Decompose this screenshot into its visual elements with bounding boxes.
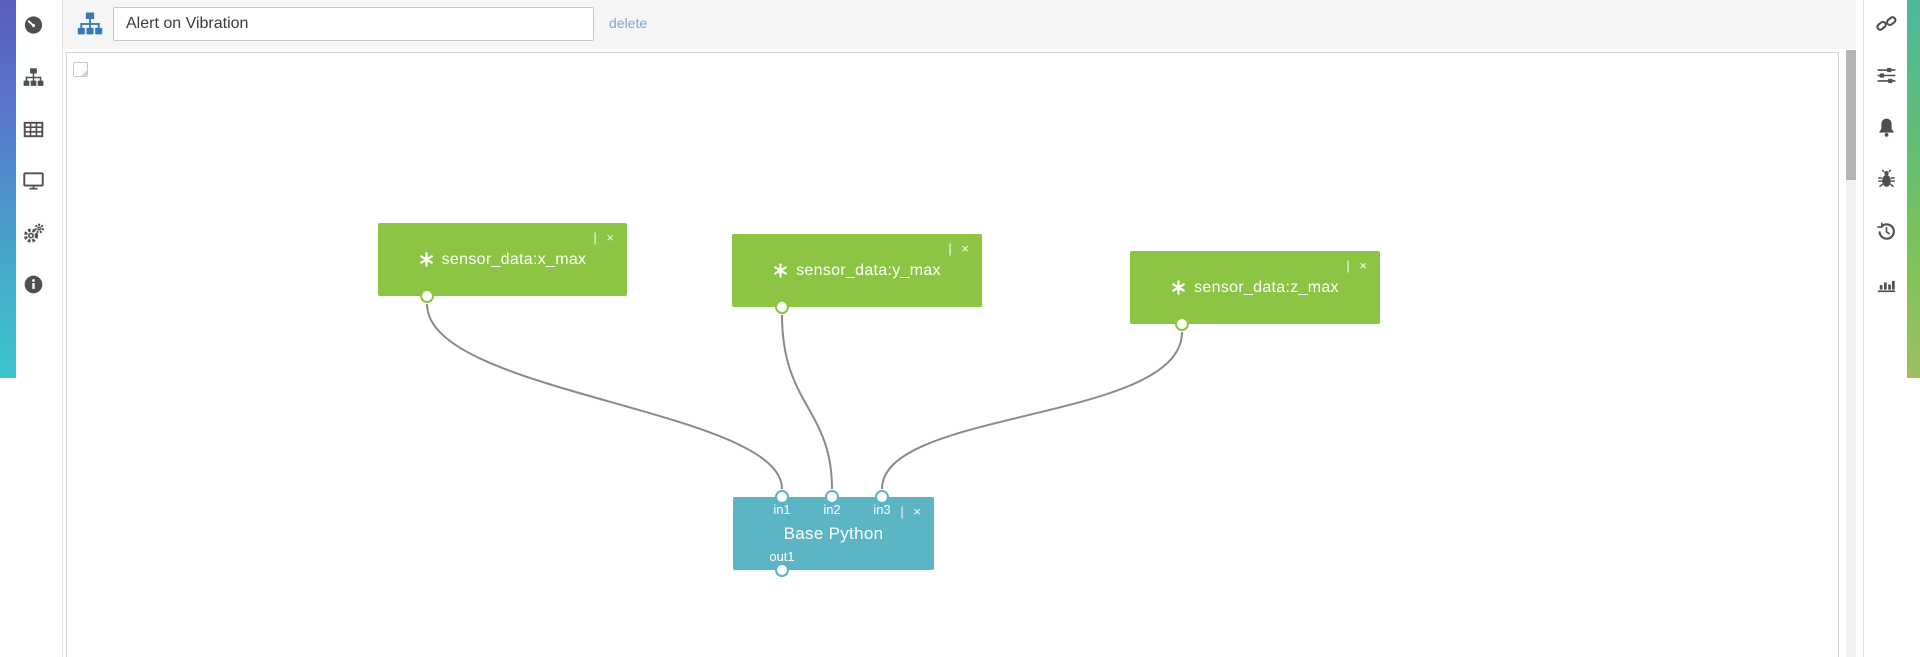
node-sensor-data-x-max[interactable]: | × sensor_data:x_max (378, 223, 627, 303)
sidebar-item-info[interactable] (11, 262, 55, 306)
asterisk-icon (774, 263, 787, 278)
asterisk-icon (1172, 280, 1185, 295)
node-title: sensor_data:y_max (732, 234, 982, 307)
left-sidebar (0, 0, 63, 657)
wire (781, 314, 833, 490)
port-label-out1: out1 (769, 549, 795, 564)
flow-name-input[interactable] (113, 7, 594, 41)
right-sidebar (1863, 0, 1920, 657)
gauge-icon (24, 15, 42, 34)
table-icon (23, 121, 43, 137)
output-port[interactable] (420, 289, 434, 303)
node-close-button[interactable]: | × (1346, 258, 1370, 273)
info-icon (24, 275, 42, 293)
output-port-out1[interactable] (775, 563, 789, 577)
sidebar-item-properties[interactable] (1864, 53, 1908, 97)
node-title: sensor_data:x_max (378, 223, 627, 296)
port-label-in3: in3 (873, 502, 891, 517)
wire (426, 303, 783, 490)
sidebar-item-links[interactable] (1864, 1, 1908, 45)
asterisk-icon (419, 252, 433, 267)
link-icon (1875, 15, 1896, 31)
gears-icon (23, 223, 44, 243)
flows-icon (23, 67, 43, 86)
node-sensor-data-y-max[interactable]: | × sensor_data:y_max (732, 234, 982, 314)
sidebar-item-alerts[interactable] (1864, 105, 1908, 149)
node-close-button[interactable]: | × (948, 241, 972, 256)
sidebar-item-analytics[interactable] (1864, 261, 1908, 305)
sidebar-item-debug[interactable] (1864, 157, 1908, 201)
bell-icon (1878, 118, 1894, 137)
sidebar-item-dashboards[interactable] (11, 2, 55, 46)
screen-icon (22, 171, 44, 190)
port-label-in2: in2 (823, 502, 841, 517)
node-title-text: sensor_data:z_max (1194, 278, 1339, 296)
node-title-text: Base Python (783, 523, 884, 543)
flow-icon (77, 11, 103, 37)
node-close-button[interactable]: | × (900, 504, 924, 519)
right-gradient-strip (1907, 0, 1920, 378)
vertical-scrollbar-track[interactable] (1846, 50, 1856, 657)
flow-canvas[interactable] (66, 52, 1839, 657)
canvas-note-checkbox[interactable] (73, 62, 88, 77)
node-close-button[interactable]: | × (593, 230, 617, 245)
node-title-text: sensor_data:y_max (796, 261, 941, 279)
left-gradient-strip (0, 0, 16, 378)
node-title-text: sensor_data:x_max (441, 250, 587, 268)
sliders-icon (1877, 67, 1895, 83)
input-port-in3[interactable] (875, 490, 889, 504)
delete-flow-link[interactable]: delete (609, 15, 648, 31)
node-title: sensor_data:z_max (1130, 251, 1380, 324)
sidebar-item-data-tables[interactable] (11, 107, 55, 151)
history-icon (1876, 222, 1895, 240)
input-port-in2[interactable] (825, 490, 839, 504)
node-base-python[interactable]: in1 in2 in3 | × Base Python out1 (733, 490, 934, 577)
output-port[interactable] (1175, 317, 1189, 331)
sidebar-item-services[interactable] (11, 211, 55, 255)
bar-chart-icon (1877, 280, 1895, 292)
wire (881, 331, 1183, 490)
input-port-in1[interactable] (775, 490, 789, 504)
sidebar-item-history[interactable] (1864, 209, 1908, 253)
port-label-in1: in1 (773, 502, 791, 517)
sidebar-item-screens[interactable] (11, 158, 55, 202)
output-port[interactable] (775, 300, 789, 314)
vertical-scrollbar-thumb[interactable] (1846, 50, 1856, 180)
topbar: delete (63, 0, 1856, 49)
node-sensor-data-z-max[interactable]: | × sensor_data:z_max (1130, 251, 1380, 331)
bug-icon (1877, 169, 1895, 187)
sidebar-item-flows[interactable] (11, 55, 55, 99)
